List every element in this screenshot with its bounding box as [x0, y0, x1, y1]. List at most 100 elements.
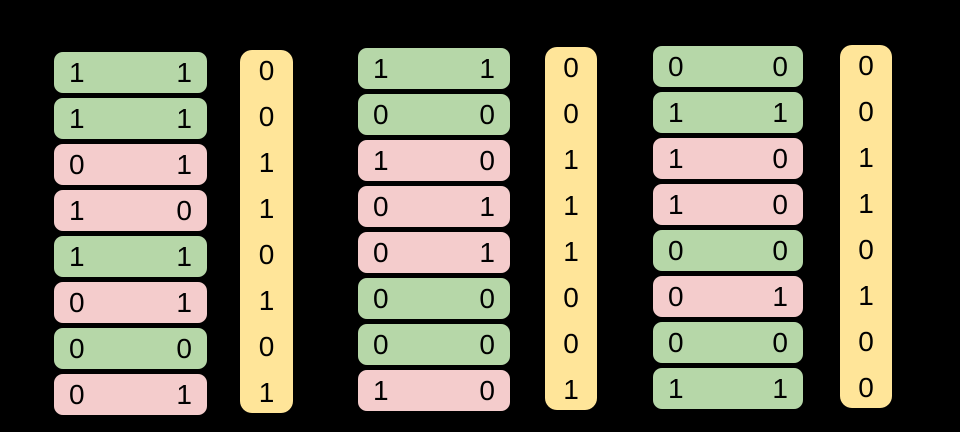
right-bit: 1 — [176, 148, 192, 180]
left-bit: 0 — [668, 280, 684, 312]
xor-result-bit: 1 — [258, 376, 275, 408]
left-bit: 0 — [668, 50, 684, 82]
xor-result-bit: 0 — [258, 330, 275, 362]
right-bit: 0 — [772, 50, 788, 82]
left-bit: 0 — [668, 326, 684, 358]
left-bit: 1 — [69, 240, 85, 272]
left-bit: 1 — [373, 374, 389, 406]
xor-result-bit: 1 — [258, 192, 275, 224]
right-bit: 0 — [479, 374, 495, 406]
xor-result-bit: 0 — [858, 95, 874, 127]
right-bit: 1 — [176, 56, 192, 88]
left-bit: 0 — [373, 328, 389, 360]
right-bit: 1 — [479, 52, 495, 84]
left-bit: 1 — [373, 144, 389, 176]
right-bit: 1 — [772, 96, 788, 128]
xor-result-bit: 0 — [258, 54, 275, 86]
left-bit: 1 — [668, 188, 684, 220]
xor-result-bit: 0 — [563, 281, 579, 313]
right-bit: 0 — [479, 144, 495, 176]
right-bit: 0 — [176, 332, 192, 364]
right-bit: 0 — [772, 234, 788, 266]
left-bit: 1 — [69, 194, 85, 226]
right-bit: 1 — [176, 102, 192, 134]
xor-result-bit: 0 — [563, 327, 579, 359]
left-bit: 0 — [69, 378, 85, 410]
left-bit: 0 — [373, 98, 389, 130]
left-bit: 0 — [69, 286, 85, 318]
right-bit: 1 — [176, 286, 192, 318]
right-bit: 1 — [479, 236, 495, 268]
right-bit: 1 — [772, 280, 788, 312]
xor-result-bit: 0 — [858, 325, 874, 357]
xor-result-bit: 1 — [858, 187, 874, 219]
left-bit: 1 — [668, 372, 684, 404]
right-bit: 0 — [479, 282, 495, 314]
left-bit: 0 — [668, 234, 684, 266]
left-bit: 1 — [69, 56, 85, 88]
right-bit: 1 — [176, 378, 192, 410]
xor-result-bit: 0 — [563, 97, 579, 129]
left-bit: 0 — [373, 190, 389, 222]
left-bit: 0 — [373, 236, 389, 268]
xor-result-column-1: 0 0 1 1 0 1 0 1 — [240, 50, 293, 413]
right-bit: 0 — [479, 328, 495, 360]
xor-result-bit: 0 — [258, 238, 275, 270]
xor-result-bit: 1 — [258, 146, 275, 178]
xor-result-bit: 1 — [858, 279, 874, 311]
left-bit: 1 — [668, 142, 684, 174]
xor-result-bit: 1 — [858, 141, 874, 173]
xor-result-bit: 0 — [858, 49, 874, 81]
left-bit: 0 — [69, 332, 85, 364]
left-bit: 1 — [668, 96, 684, 128]
left-bit: 1 — [69, 102, 85, 134]
right-bit: 1 — [479, 190, 495, 222]
xor-result-bit: 1 — [258, 284, 275, 316]
xor-result-bit: 0 — [258, 100, 275, 132]
left-bit: 1 — [373, 52, 389, 84]
left-bit: 0 — [373, 282, 389, 314]
xor-result-bit: 0 — [858, 233, 874, 265]
right-bit: 0 — [479, 98, 495, 130]
left-bit: 0 — [69, 148, 85, 180]
right-bit: 0 — [176, 194, 192, 226]
right-bit: 0 — [772, 188, 788, 220]
xor-result-bit: 1 — [563, 373, 579, 405]
right-bit: 1 — [176, 240, 192, 272]
right-bit: 0 — [772, 142, 788, 174]
right-bit: 0 — [772, 326, 788, 358]
xor-result-bit: 1 — [563, 235, 579, 267]
right-bit: 1 — [772, 372, 788, 404]
xor-result-bit: 1 — [563, 143, 579, 175]
xor-result-bit: 0 — [563, 51, 579, 83]
